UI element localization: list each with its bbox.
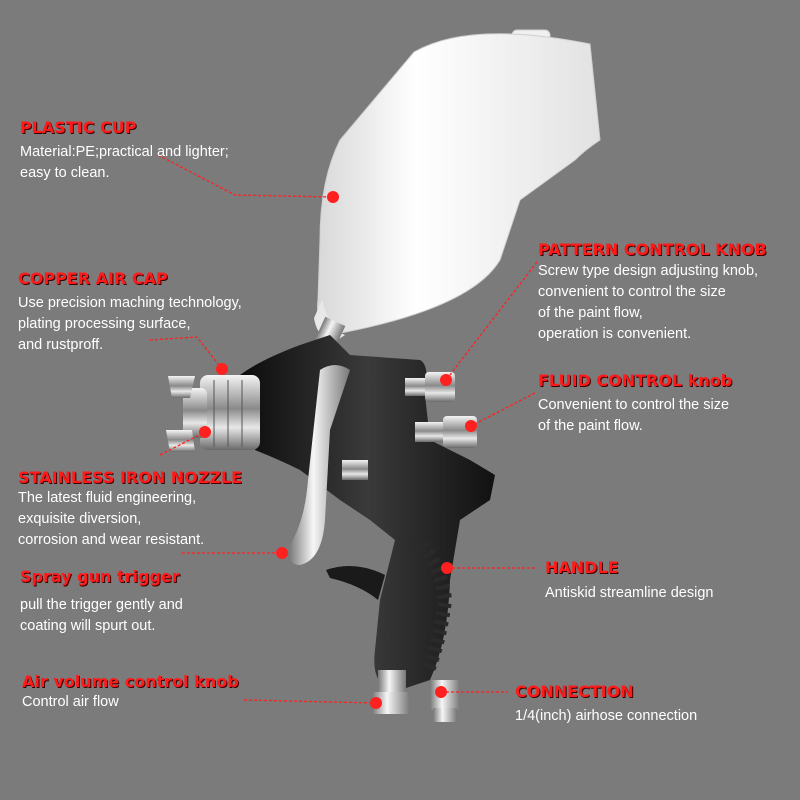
trigger-title: Spray gun trigger bbox=[20, 567, 180, 586]
pattern-knob-desc-2: convenient to control the size bbox=[538, 284, 726, 300]
trigger-desc-1: pull the trigger gently and bbox=[20, 597, 183, 613]
air-volume-knob-shape bbox=[372, 670, 410, 714]
trigger-shape bbox=[288, 365, 350, 565]
pattern-knob-title: PATTERN CONTROL KNOB bbox=[538, 240, 767, 259]
connection-title: CONNECTION bbox=[515, 682, 634, 701]
handle-desc-1: Antiskid streamline design bbox=[545, 585, 714, 601]
fluid-knob-desc-1: Convenient to control the size bbox=[538, 397, 730, 413]
copper-air-cap-desc-3: and rustproff. bbox=[18, 337, 104, 353]
stainless-nozzle-title: STAINLESS IRON NOZZLE bbox=[18, 468, 243, 487]
needle-screw-shape bbox=[342, 460, 368, 480]
callout-pattern-knob: PATTERN CONTROL KNOB Screw type design a… bbox=[538, 240, 767, 345]
callout-copper-air-cap: COPPER AIR CAP Use precision maching tec… bbox=[18, 269, 242, 356]
pattern-knob-desc-1: Screw type design adjusting knob, bbox=[538, 263, 759, 279]
fluid-knob-desc-2: of the paint flow. bbox=[538, 418, 643, 434]
pointer-dots bbox=[199, 191, 477, 709]
callout-handle: HANDLE Antiskid streamline design bbox=[545, 558, 713, 604]
stainless-nozzle-desc-2: exquisite diversion, bbox=[18, 511, 142, 527]
stainless-nozzle-desc-3: corrosion and wear resistant. bbox=[18, 532, 205, 548]
pattern-knob-desc-3: of the paint flow, bbox=[538, 305, 643, 321]
copper-air-cap-desc-1: Use precision maching technology, bbox=[18, 295, 242, 311]
callout-plastic-cup: PLASTIC CUP Material:PE;practical and li… bbox=[20, 118, 229, 184]
callout-trigger: Spray gun trigger pull the trigger gentl… bbox=[20, 567, 183, 637]
pattern-knob-desc-4: operation is convenient. bbox=[538, 326, 692, 342]
connection-fitting-shape bbox=[430, 680, 460, 722]
gun-body-shape bbox=[240, 335, 495, 690]
air-volume-title: Air volume control knob bbox=[22, 672, 239, 691]
trigger-desc-2: coating will spurt out. bbox=[20, 618, 156, 634]
plastic-cup-desc-2: easy to clean. bbox=[20, 165, 110, 181]
air-volume-desc-1: Control air flow bbox=[22, 694, 119, 710]
handle-title: HANDLE bbox=[545, 558, 619, 577]
connection-desc-1: 1/4(inch) airhose connection bbox=[515, 708, 698, 724]
plastic-cup-desc-1: Material:PE;practical and lighter; bbox=[20, 144, 229, 160]
callout-connection: CONNECTION 1/4(inch) airhose connection bbox=[515, 682, 697, 727]
leader-lines bbox=[149, 154, 538, 704]
callout-air-volume: Air volume control knob Control air flow bbox=[22, 672, 239, 713]
callout-stainless-nozzle: STAINLESS IRON NOZZLE The latest fluid e… bbox=[18, 468, 242, 551]
stainless-nozzle-desc-1: The latest fluid engineering, bbox=[18, 490, 197, 506]
copper-air-cap-desc-2: plating processing surface, bbox=[18, 316, 191, 332]
plastic-cup-title: PLASTIC CUP bbox=[20, 118, 137, 137]
copper-air-cap-title: COPPER AIR CAP bbox=[18, 269, 168, 288]
callout-fluid-knob: FLUID CONTROL knob Convenient to control… bbox=[538, 371, 732, 437]
air-cap-shape bbox=[166, 375, 260, 452]
fluid-knob-title: FLUID CONTROL knob bbox=[538, 371, 733, 390]
